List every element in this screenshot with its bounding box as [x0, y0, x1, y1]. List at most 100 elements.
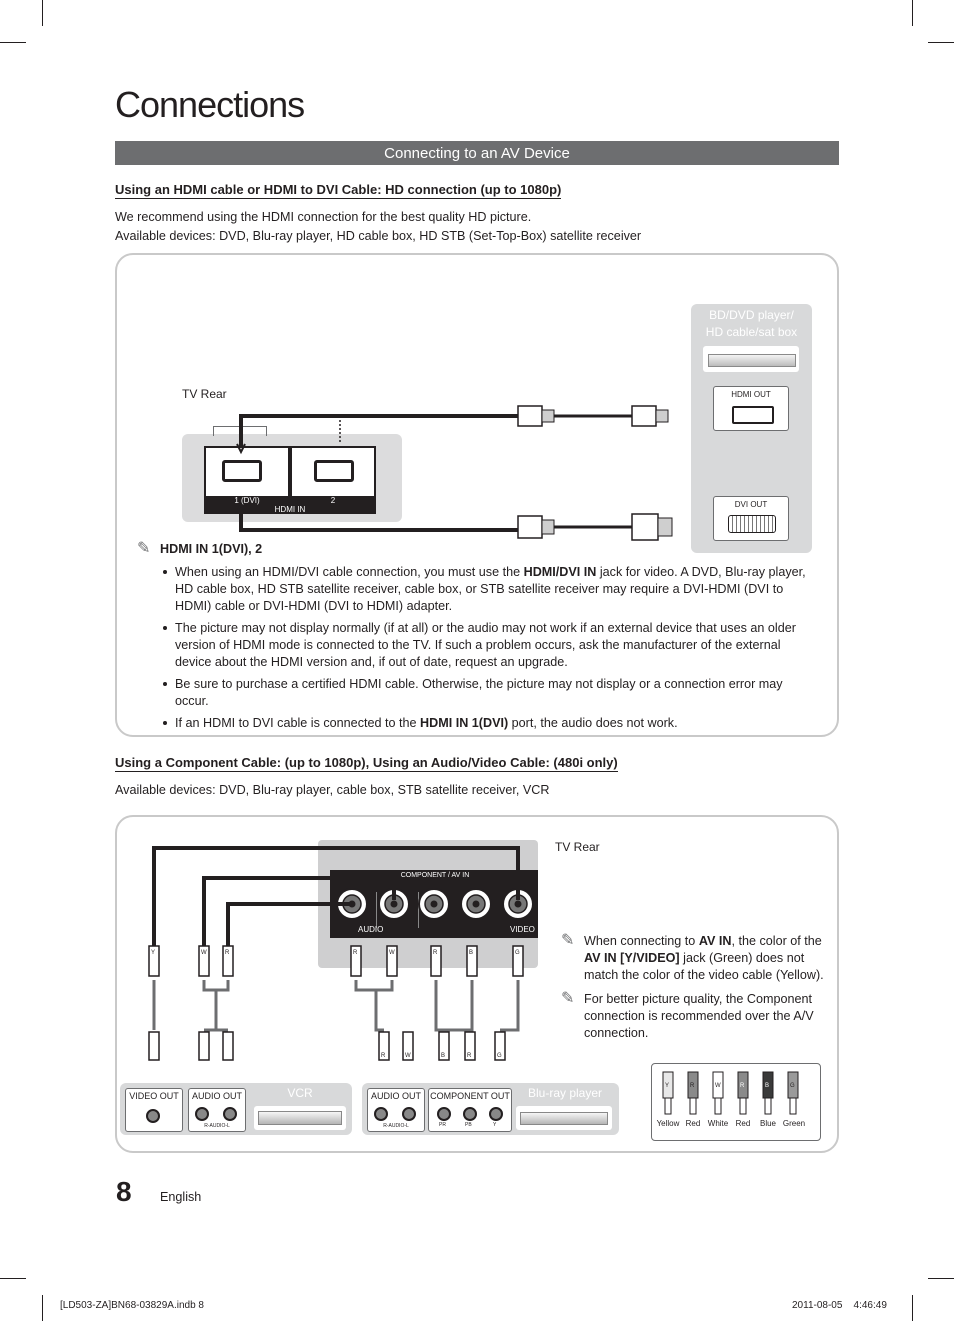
list-item: When using an HDMI/DVI cable connection,…	[163, 564, 817, 615]
plug-letter: R	[433, 950, 438, 956]
note-text: jack (Green) does not match the color of…	[584, 951, 824, 982]
vcr-image	[254, 1106, 346, 1130]
device-label: BD/DVD player/ HD cable/sat box	[691, 307, 812, 341]
legend-label: White	[707, 1119, 729, 1128]
y-label: Y	[493, 1122, 497, 1128]
hdmi-notes-list: When using an HDMI/DVI cable connection,…	[163, 564, 817, 737]
bluray-image	[516, 1106, 612, 1130]
component-intro: Available devices: DVD, Blu-ray player, …	[115, 783, 550, 797]
component-out-box: COMPONENT OUT PR PB Y	[428, 1088, 512, 1132]
port-1-label: 1 (DVI)	[234, 496, 260, 505]
plug-letter: R	[381, 1053, 386, 1059]
audio-out-label: AUDIO OUT	[370, 1091, 421, 1101]
legend-label: Blue	[759, 1119, 776, 1128]
footer-timestamp: 2011-08-05 4:46:49	[792, 1300, 887, 1311]
crop-mark	[42, 0, 43, 26]
bullet-text: Be sure to purchase a certified HDMI cab…	[175, 677, 783, 708]
plug-letter: W	[389, 950, 395, 956]
plug-letter: R	[225, 950, 230, 956]
bluray-audio-out-box: AUDIO OUT R-AUDIO-L	[367, 1088, 425, 1132]
legend-label: Green	[782, 1119, 806, 1128]
video-label: VIDEO	[510, 925, 535, 934]
legend-label: Red	[685, 1119, 701, 1128]
bullet-text: If an HDMI to DVI cable is connected to …	[175, 716, 421, 730]
plug-letter: Y	[151, 950, 156, 956]
hdmi-heading: Using an HDMI cable or HDMI to DVI Cable…	[115, 182, 562, 199]
bullet-text: When using an HDMI/DVI cable connection,…	[175, 565, 524, 579]
crop-mark	[0, 1278, 26, 1279]
component-heading: Using a Component Cable: (up to 1080p), …	[115, 755, 618, 772]
pr-label: PR	[439, 1122, 446, 1128]
plug-letter: B	[469, 950, 474, 956]
plug-letter: R	[467, 1053, 472, 1059]
bullet-text: port, the audio does not work.	[508, 716, 678, 730]
audio-label: AUDIO	[358, 925, 384, 934]
av-note-1: When connecting to AV IN, the color of t…	[584, 933, 834, 984]
legend-label: Yellow	[656, 1119, 680, 1128]
vcr-audio-out-box: AUDIO OUT R-AUDIO-L	[188, 1088, 246, 1132]
audio-out-label: AUDIO OUT	[191, 1091, 242, 1101]
plug-letter: W	[405, 1053, 411, 1059]
component-out-label: COMPONENT OUT	[430, 1091, 510, 1101]
hdmi-intro-2: Available devices: DVD, Blu-ray player, …	[115, 229, 642, 243]
crop-mark	[912, 1295, 913, 1321]
plug-letter: B	[441, 1053, 446, 1059]
bluray-label: Blu-ray player	[527, 1086, 603, 1100]
note-title: HDMI IN 1(DVI), 2	[160, 542, 263, 556]
crop-mark	[928, 42, 954, 43]
legend-letter: W	[715, 1083, 721, 1089]
bullet-text: The picture may not display normally (if…	[175, 621, 796, 669]
legend-letter: B	[765, 1083, 770, 1089]
note-pencil-icon: ✎	[561, 932, 575, 949]
list-item: Be sure to purchase a certified HDMI cab…	[163, 676, 817, 710]
r-audio-l-label: R-AUDIO-L	[383, 1123, 409, 1129]
legend-label: Red	[735, 1119, 751, 1128]
hdmi-cables	[236, 405, 673, 541]
plug-letter: R	[353, 950, 358, 956]
tv-rear-label-2: TV Rear	[555, 840, 600, 854]
hdmi-intro-1: We recommend using the HDMI connection f…	[115, 210, 532, 224]
footer-file: [LD503-ZA]BN68-03829A.indb 8	[60, 1300, 204, 1311]
note-bold: AV IN [Y/VIDEO]	[584, 951, 680, 965]
legend-letter: G	[790, 1083, 795, 1089]
plug-letter: G	[515, 950, 520, 956]
av-panel-label: COMPONENT / AV IN	[400, 872, 470, 879]
hdmi-port-2	[314, 460, 354, 482]
hdmi-out-port: HDMI OUT	[713, 386, 789, 431]
hdmi-in-label: HDMI IN	[274, 505, 306, 514]
list-item: The picture may not display normally (if…	[163, 620, 817, 671]
plug-letter: G	[497, 1053, 502, 1059]
crop-mark	[0, 42, 26, 43]
note-bold: AV IN	[698, 934, 732, 948]
pb-label: PB	[465, 1122, 472, 1128]
list-item: If an HDMI to DVI cable is connected to …	[163, 715, 817, 732]
crop-mark	[42, 1295, 43, 1321]
tv-rear-label: TV Rear	[182, 387, 227, 401]
page-title: Connections	[115, 84, 305, 125]
bullet-bold: HDMI/DVI IN	[523, 565, 597, 579]
device-label-line-2: HD cable/sat box	[705, 325, 798, 339]
dvi-out-port: DVI OUT	[713, 496, 789, 541]
dvd-player-image	[703, 346, 799, 372]
language-label: English	[160, 1190, 202, 1204]
r-audio-l-label: R-AUDIO-L	[204, 1123, 230, 1129]
legend-letter: R	[740, 1083, 745, 1089]
hdmi-in-block: 1 (DVI) 2 HDMI IN	[204, 446, 376, 514]
video-out-label: VIDEO OUT	[129, 1091, 179, 1101]
legend-letter: Y	[665, 1083, 670, 1089]
page-number: 8	[116, 1176, 132, 1207]
note-pencil-icon: ✎	[137, 540, 151, 557]
hdmi-port-1	[222, 460, 262, 482]
note-text: When connecting to	[584, 934, 699, 948]
legend-plugs	[662, 1071, 799, 1115]
crop-mark	[928, 1278, 954, 1279]
av-note-2: For better picture quality, the Componen…	[584, 992, 814, 1040]
hdmi-out-label: HDMI OUT	[731, 390, 771, 399]
port-2-label: 2	[330, 496, 336, 505]
av-cables	[148, 846, 524, 1061]
section-header: Connecting to an AV Device	[115, 141, 839, 165]
device-label-line-1: BD/DVD player/	[709, 308, 794, 322]
bullet-bold: HDMI IN 1(DVI)	[420, 716, 509, 730]
video-out-box: VIDEO OUT	[125, 1088, 183, 1132]
crop-mark	[912, 0, 913, 26]
